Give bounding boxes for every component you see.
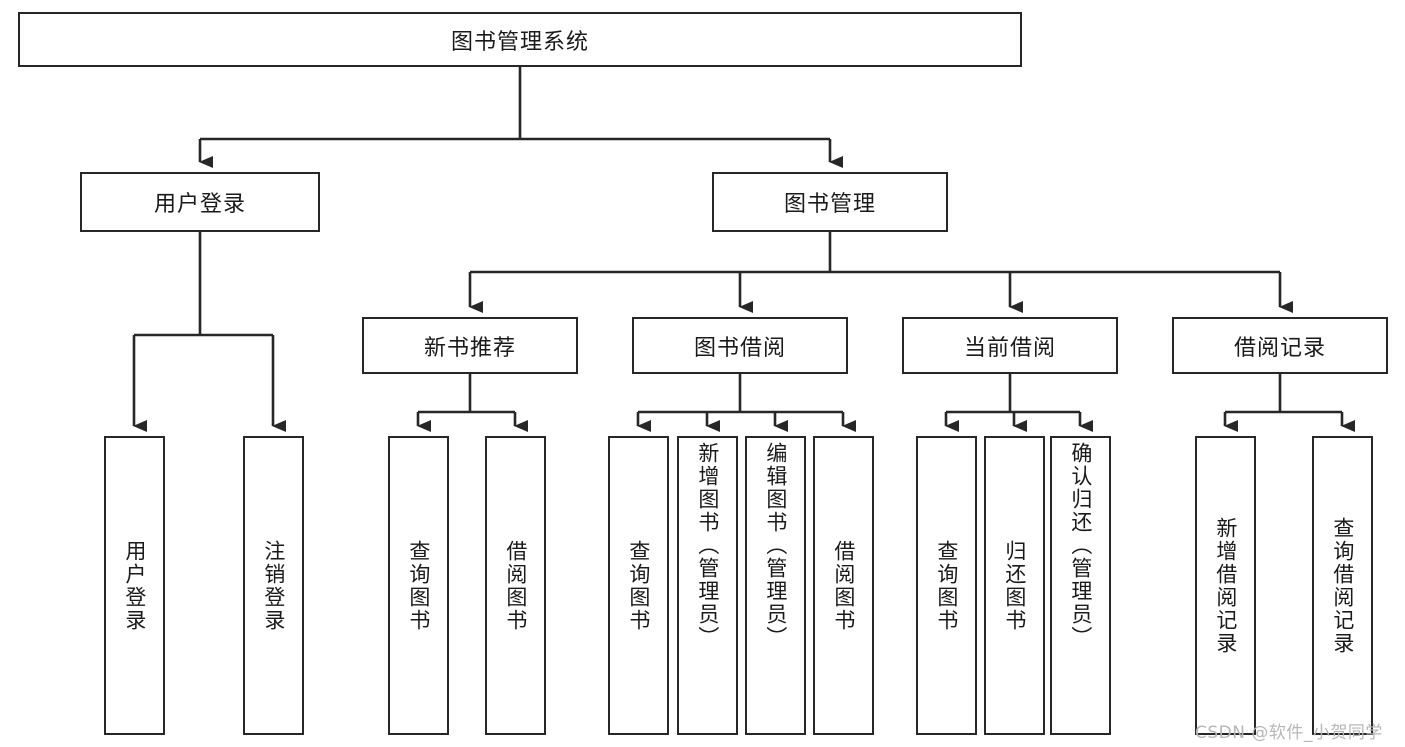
node-level1-1-label: 图书管理 [783, 192, 876, 217]
node-level2-0[interactable]: 新书推荐 [362, 317, 578, 374]
node-leaf-3-label: 借阅图书 [503, 539, 528, 632]
node-leaf-6[interactable]: 编辑图书（管理员） [745, 436, 806, 735]
edge-records-bus [1225, 374, 1342, 414]
node-level2-2-label: 当前借阅 [963, 335, 1056, 361]
node-level1-1[interactable]: 图书管理 [712, 172, 948, 232]
node-leaf-7-label: 借阅图书 [831, 539, 856, 632]
edge-newbook-bus [418, 374, 515, 414]
node-leaf-3[interactable]: 借阅图书 [485, 436, 546, 735]
node-level1-0-label: 用户登录 [153, 192, 246, 217]
node-leaf-5-label: 新增图书（管理员） [695, 442, 720, 649]
node-leaf-8[interactable]: 查询图书 [916, 436, 977, 735]
node-leaf-4[interactable]: 查询图书 [608, 436, 669, 735]
node-leaf-2-label: 查询图书 [406, 539, 431, 632]
node-leaf-11[interactable]: 新增借阅记录 [1195, 436, 1256, 735]
csdn-watermark: CSDN @软件_小贺同学 [1195, 723, 1383, 743]
edge-userlogin-bus [134, 232, 273, 337]
node-level2-3[interactable]: 借阅记录 [1172, 317, 1388, 374]
edge-root-bus [200, 67, 830, 141]
edge-bookmanage-bus [470, 232, 1280, 274]
node-level1-0[interactable]: 用户登录 [80, 172, 320, 232]
node-leaf-12[interactable]: 查询借阅记录 [1312, 436, 1373, 735]
node-level2-0-label: 新书推荐 [423, 335, 516, 361]
node-leaf-9[interactable]: 归还图书 [984, 436, 1045, 735]
node-leaf-11-label: 新增借阅记录 [1213, 516, 1238, 655]
node-level2-3-label: 借阅记录 [1233, 335, 1326, 361]
node-root[interactable]: 图书管理系统 [18, 12, 1022, 67]
node-level2-2[interactable]: 当前借阅 [902, 317, 1118, 374]
node-leaf-12-label: 查询借阅记录 [1330, 516, 1355, 655]
edge-borrow-bus [638, 374, 843, 414]
node-leaf-4-label: 查询图书 [626, 539, 651, 632]
node-level2-1[interactable]: 图书借阅 [632, 317, 848, 374]
node-leaf-2[interactable]: 查询图书 [388, 436, 449, 735]
node-leaf-9-label: 归还图书 [1002, 539, 1027, 632]
node-leaf-0-label: 用户登录 [122, 539, 147, 632]
node-leaf-1-label: 注销登录 [261, 539, 286, 632]
node-leaf-8-label: 查询图书 [934, 539, 959, 632]
node-leaf-1[interactable]: 注销登录 [243, 436, 304, 735]
node-leaf-7[interactable]: 借阅图书 [813, 436, 874, 735]
node-leaf-5[interactable]: 新增图书（管理员） [677, 436, 738, 735]
node-level2-1-label: 图书借阅 [693, 335, 786, 361]
node-leaf-10-label: 确认归还（管理员） [1068, 442, 1093, 649]
edge-current-bus [946, 374, 1080, 414]
node-root-label: 图书管理系统 [450, 29, 589, 55]
node-leaf-6-label: 编辑图书（管理员） [763, 442, 788, 649]
node-leaf-0[interactable]: 用户登录 [104, 436, 165, 735]
node-leaf-10[interactable]: 确认归还（管理员） [1050, 436, 1111, 735]
